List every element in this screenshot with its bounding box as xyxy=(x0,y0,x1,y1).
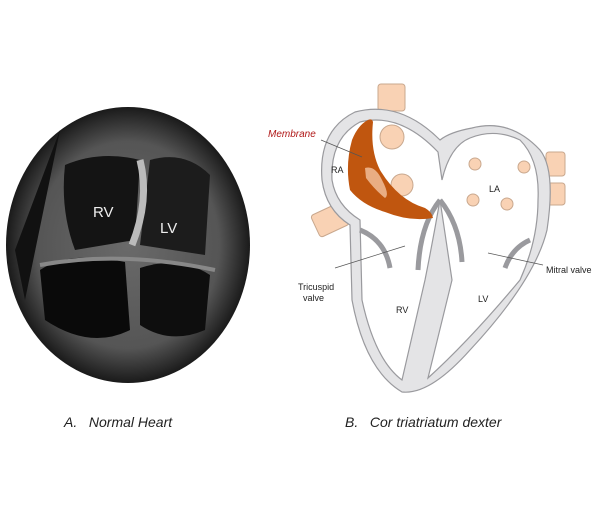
pv-opening xyxy=(500,197,514,211)
svc-vessel xyxy=(377,83,406,112)
tricuspid-label-1: Tricuspid xyxy=(298,282,334,292)
membrane-fenestration xyxy=(365,167,387,198)
pv-opening xyxy=(466,193,480,207)
mitral-leader-line xyxy=(487,252,544,266)
la-cavity xyxy=(140,262,210,337)
ra-label: RA xyxy=(331,165,344,175)
pv-opening xyxy=(468,157,482,171)
mitral-label: Mitral valve xyxy=(546,265,592,275)
av-valves xyxy=(39,256,216,272)
ra-cavity xyxy=(40,257,130,338)
ultrasound-image xyxy=(6,107,250,383)
septal-leaflet-right xyxy=(438,198,465,263)
caption-b: B. Cor triatriatum dexter xyxy=(345,414,502,430)
mitral-valve-leaflet xyxy=(502,237,532,269)
us-rv-label: RV xyxy=(93,204,114,221)
heart-diagram: Membrane RA LA Tricuspid valve Mitral va… xyxy=(268,83,592,393)
la-label: LA xyxy=(489,184,500,194)
rv-label: RV xyxy=(396,305,408,315)
membrane-label: Membrane xyxy=(268,129,316,140)
caption-a: A. Normal Heart xyxy=(64,414,173,430)
tricuspid-valve-leaflet xyxy=(358,227,393,269)
tricuspid-label-2: valve xyxy=(303,293,324,303)
lv-label: LV xyxy=(478,294,488,304)
membrane xyxy=(347,119,433,220)
lv-cavity xyxy=(140,157,210,255)
membrane-leader-line xyxy=(320,139,363,158)
ultrasound-edge-shadow xyxy=(15,130,60,300)
svc-opening xyxy=(379,124,405,150)
rv-cavity xyxy=(63,156,140,250)
us-lv-label: LV xyxy=(160,220,177,237)
pv-opening xyxy=(517,160,531,174)
septal-leaflet-left xyxy=(415,198,442,271)
septum xyxy=(128,159,148,247)
tricuspid-leader-line xyxy=(334,245,406,269)
